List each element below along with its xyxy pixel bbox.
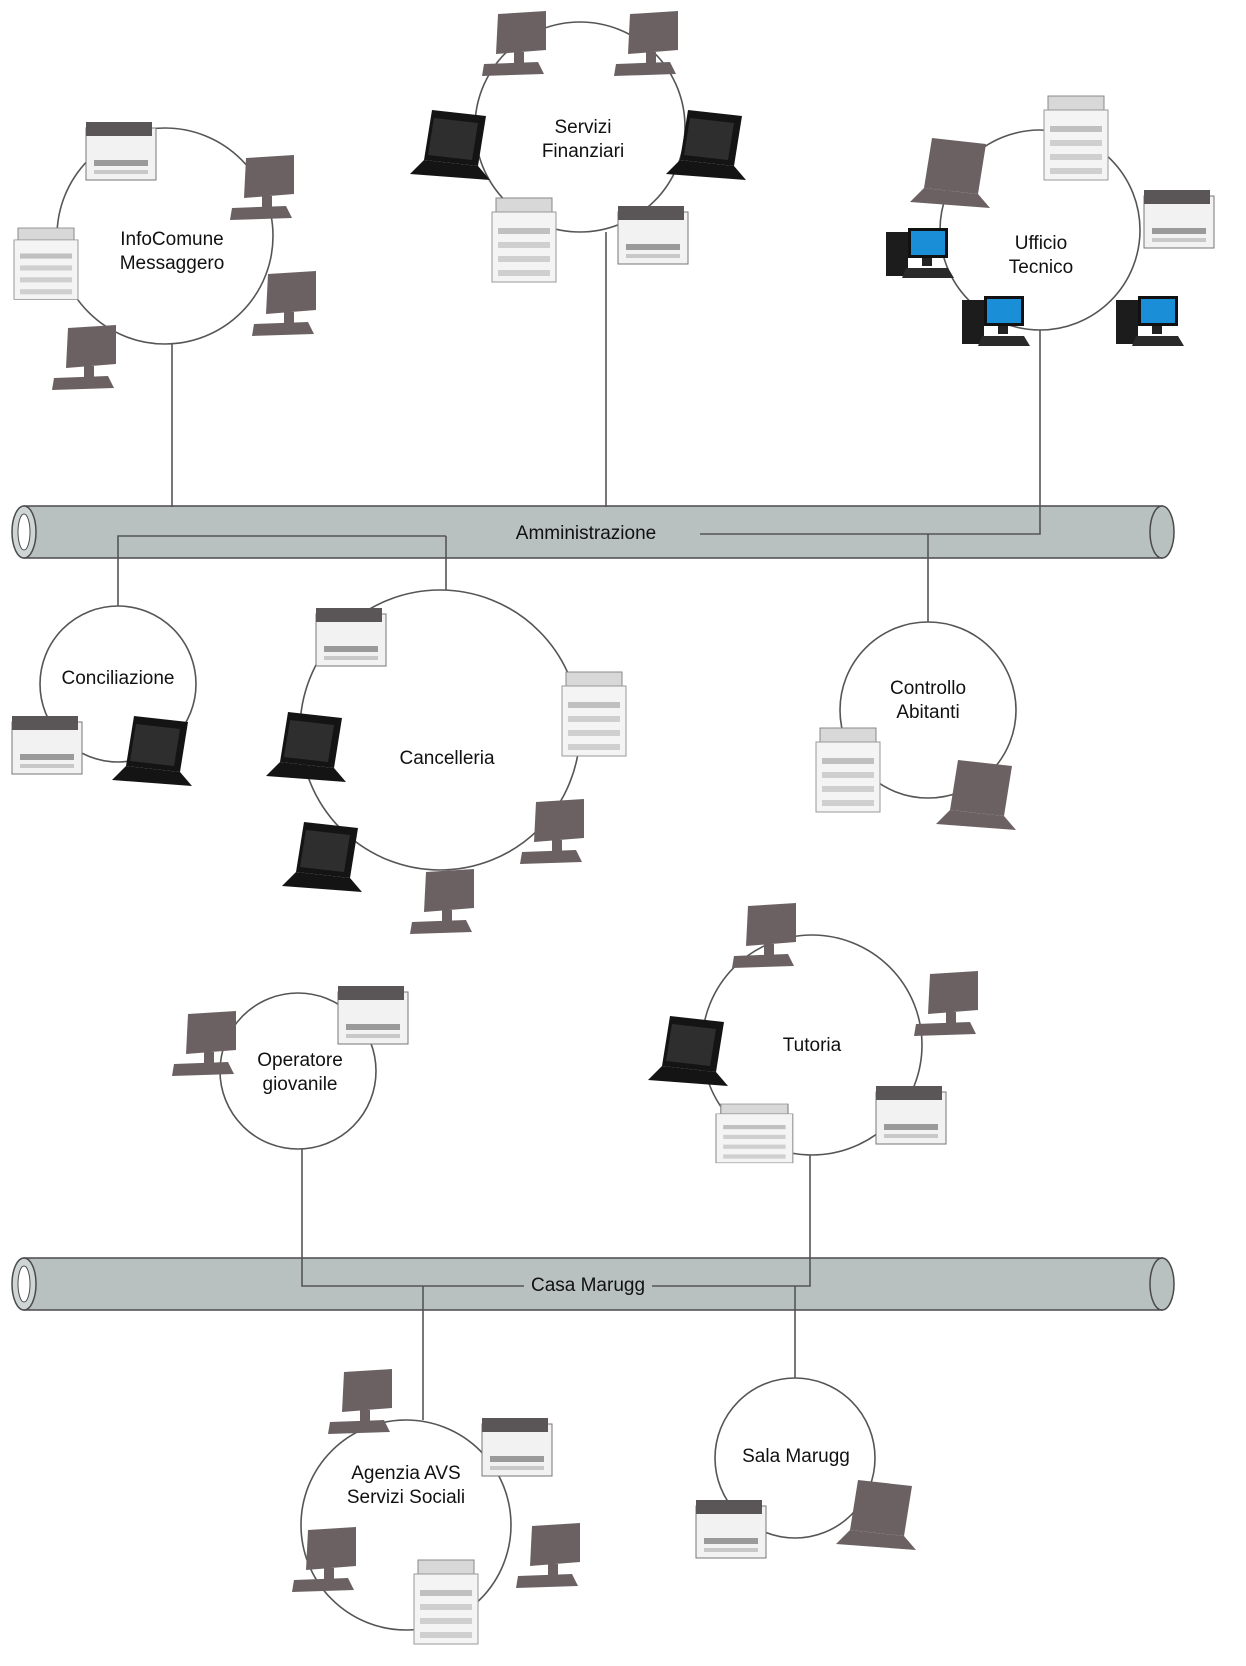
- label-ufficio-tecnico-2: Tecnico: [1009, 257, 1073, 278]
- copier-icon: [491, 197, 557, 283]
- tower-pc-icon: [886, 228, 954, 278]
- desktop-icon: [614, 11, 678, 76]
- link-ufficio-tecnico: [700, 330, 1041, 535]
- desktop-icon: [252, 271, 316, 336]
- link-conciliazione: [117, 535, 446, 606]
- label-servizi-finanziari-1: Servizi: [554, 117, 611, 138]
- printer-icon: [85, 121, 157, 181]
- laptop-icon: [648, 1016, 728, 1086]
- laptop-icon: [266, 712, 346, 782]
- label-conciliazione: Conciliazione: [61, 668, 174, 689]
- label-agenzia-avs-2: Servizi Sociali: [347, 1487, 465, 1508]
- label-controllo-abitanti-1: Controllo: [890, 678, 966, 699]
- bus-label-amministrazione: Amministrazione: [516, 523, 656, 544]
- label-ufficio-tecnico-1: Ufficio: [1015, 233, 1067, 254]
- bus-label-amministrazione-group: Amministrazione: [508, 520, 664, 544]
- devices-controllo-abitanti: [815, 727, 1016, 830]
- laptop-icon: [910, 138, 990, 208]
- laptop-icon: [112, 716, 192, 786]
- label-servizi-finanziari-2: Finanziari: [542, 141, 624, 162]
- devices-tutoria: [648, 903, 978, 1164]
- desktop-icon: [482, 11, 546, 76]
- devices-cancelleria: [266, 607, 627, 934]
- desktop-icon: [732, 903, 796, 968]
- label-cancelleria: Cancelleria: [399, 748, 494, 769]
- copier-icon: [1043, 95, 1109, 181]
- ring-agenzia-avs: [300, 1419, 512, 1631]
- desktop-icon: [172, 1011, 236, 1076]
- group-labels: InfoComune Messaggero Servizi Finanziari…: [61, 117, 1073, 1508]
- copier-icon: [13, 227, 79, 300]
- scanner-printer-icon: [715, 1103, 794, 1164]
- label-infocomune-1: InfoComune: [120, 229, 224, 250]
- laptop-icon: [282, 822, 362, 892]
- desktop-icon: [230, 155, 294, 220]
- label-agenzia-avs-1: Agenzia AVS: [351, 1463, 461, 1484]
- laptop-icon: [666, 110, 746, 180]
- devices-conciliazione: [11, 715, 192, 786]
- label-tutoria: Tutoria: [783, 1035, 842, 1056]
- printer-icon: [315, 607, 387, 667]
- label-infocomune-2: Messaggero: [120, 253, 225, 274]
- printer-icon: [875, 1085, 947, 1145]
- printer-icon: [481, 1417, 553, 1477]
- devices-sala-marugg: [695, 1480, 916, 1559]
- desktop-icon: [914, 971, 978, 1036]
- printer-icon: [1143, 189, 1215, 249]
- bus-label-casa-marugg: Casa Marugg: [531, 1275, 645, 1296]
- bus-label-casa-marugg-group: Casa Marugg: [524, 1272, 652, 1296]
- laptop-icon: [410, 110, 490, 180]
- printer-icon: [11, 715, 83, 775]
- label-operatore-giovanile-2: giovanile: [263, 1074, 338, 1095]
- desktop-icon: [516, 1523, 580, 1588]
- printer-icon: [617, 205, 689, 265]
- desktop-icon: [410, 869, 474, 934]
- copier-icon: [815, 727, 881, 813]
- desktop-icon: [52, 325, 116, 390]
- laptop-icon: [836, 1480, 916, 1550]
- label-controllo-abitanti-2: Abitanti: [896, 702, 959, 723]
- label-operatore-giovanile-1: Operatore: [257, 1050, 343, 1071]
- devices-ufficio-tecnico: [886, 95, 1215, 346]
- copier-icon: [413, 1559, 479, 1645]
- label-sala-marugg: Sala Marugg: [742, 1446, 850, 1467]
- copier-icon: [561, 671, 627, 757]
- printer-icon: [337, 985, 409, 1045]
- tower-pc-icon: [1116, 296, 1184, 346]
- tower-pc-icon: [962, 296, 1030, 346]
- desktop-icon: [328, 1369, 392, 1434]
- desktop-icon: [520, 799, 584, 864]
- printer-icon: [695, 1499, 767, 1559]
